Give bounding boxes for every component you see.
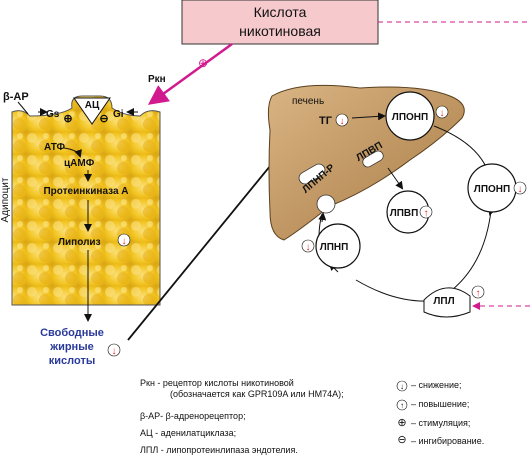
legend-increase-icon: ↑ — [400, 401, 404, 410]
vldl-top-badge — [435, 105, 449, 119]
camp-label: цАМФ — [64, 158, 95, 169]
lpl-label: ЛПЛ — [433, 296, 454, 307]
hdl-up-icon: ↑ — [424, 208, 429, 219]
gs-plus-sign: ⊕ — [63, 113, 72, 125]
rkn-label: Ркн — [148, 74, 166, 85]
note-ac: АЦ - аденилатциклаза; — [140, 427, 237, 438]
beta-ar-pointer — [17, 101, 29, 115]
beta-ar-label: β-АР — [3, 91, 29, 103]
legend-inhibition-text: – ингибирование. — [411, 436, 485, 446]
vldl-right-badge — [513, 181, 527, 195]
ldl-badge — [301, 239, 315, 253]
vldl-top-circle — [385, 91, 435, 141]
legend-decrease-text: – снижение; — [411, 380, 462, 390]
gi-minus-sign: ⊖ — [99, 113, 108, 125]
legend-minus-icon: ⊖ — [397, 434, 406, 446]
pka-label: Протеинкиназа А — [43, 186, 128, 197]
tg-change-badge — [335, 113, 349, 127]
hdl-release-arrow — [387, 167, 404, 190]
title-box: Кислота никотиновая — [181, 0, 379, 45]
note-bar: β-АР- β-адренорецептор; — [140, 410, 246, 421]
legend-plus-icon: ⊕ — [397, 417, 406, 429]
lipolysis-label: Липолиз — [58, 237, 101, 248]
ffa-down-icon: ↓ — [112, 346, 117, 357]
legend-increase-badge — [396, 399, 408, 411]
lpl-up-icon: ↑ — [476, 288, 481, 299]
tg-label: ТГ — [319, 115, 333, 127]
cycle-arrow-liver — [318, 212, 327, 223]
legend-decrease-icon: ↓ — [400, 382, 404, 391]
legend-increase-text: – повышение; — [411, 399, 470, 409]
ac-label: АЦ — [85, 100, 100, 111]
tg-to-vldl-arrow — [351, 112, 386, 121]
ffa-change-badge — [107, 343, 121, 357]
note-rkn-line2: (обозначается как GPR109A или HM74A); — [170, 389, 344, 400]
vldl-top-label: ЛПОНП — [392, 112, 428, 123]
legend-stimulation-text: – стимуляция; — [411, 418, 471, 428]
tg-down-icon: ↓ — [340, 116, 345, 127]
ldlr-pill — [298, 163, 326, 185]
ac-triangle — [73, 97, 111, 125]
title-line1: Кислота — [254, 4, 307, 20]
lpl-badge — [471, 285, 485, 299]
gs-label: Gs — [46, 109, 60, 120]
hdl-badge — [419, 205, 433, 219]
atp-camp-arrow — [63, 147, 82, 158]
legend-decrease-badge — [396, 380, 408, 392]
note-rkn-line1: Ркн - рецептор кислоты никотиновой — [140, 378, 294, 388]
ffa-line3: кислоты — [49, 355, 95, 367]
lpl-shape — [423, 287, 471, 318]
legend-block: – снижение; – повышение; – стимуляция; –… — [411, 380, 529, 447]
note-lpl: ЛПЛ - липопротеинлипаза эндотелия. — [140, 445, 298, 455]
ffa-line2: жирные — [49, 341, 93, 353]
ldl-receptor-pocket — [316, 194, 336, 214]
title-line2: никотиновая — [239, 23, 321, 39]
lipolysis-change-badge — [117, 233, 131, 247]
gi-label: Gi — [113, 109, 124, 120]
lipolysis-down-icon: ↓ — [122, 236, 127, 247]
ldl-circle — [315, 223, 361, 269]
hdl-pill — [362, 150, 384, 168]
stimulation-sign: ⊕ — [198, 56, 208, 70]
notes-block: Ркн - рецептор кислоты никотиновой (обоз… — [140, 378, 390, 456]
atp-label: АТФ — [44, 142, 65, 153]
liver-label: печень — [292, 96, 324, 107]
stimulation-arrow — [147, 42, 233, 105]
ldl-label: ЛПНП — [320, 242, 349, 253]
vldl-right-down-icon: ↓ — [518, 184, 523, 195]
adipocyte-label: Адипоцит — [0, 177, 11, 222]
ffa-line1: Свободные — [40, 327, 104, 339]
adipocyte-cell — [11, 95, 161, 306]
hdl-label: ЛПВП — [390, 208, 419, 219]
vldl-right-label: ЛПОНП — [474, 184, 510, 195]
ldl-down-icon: ↓ — [306, 242, 311, 253]
vldl-top-down-icon: ↓ — [440, 108, 445, 119]
